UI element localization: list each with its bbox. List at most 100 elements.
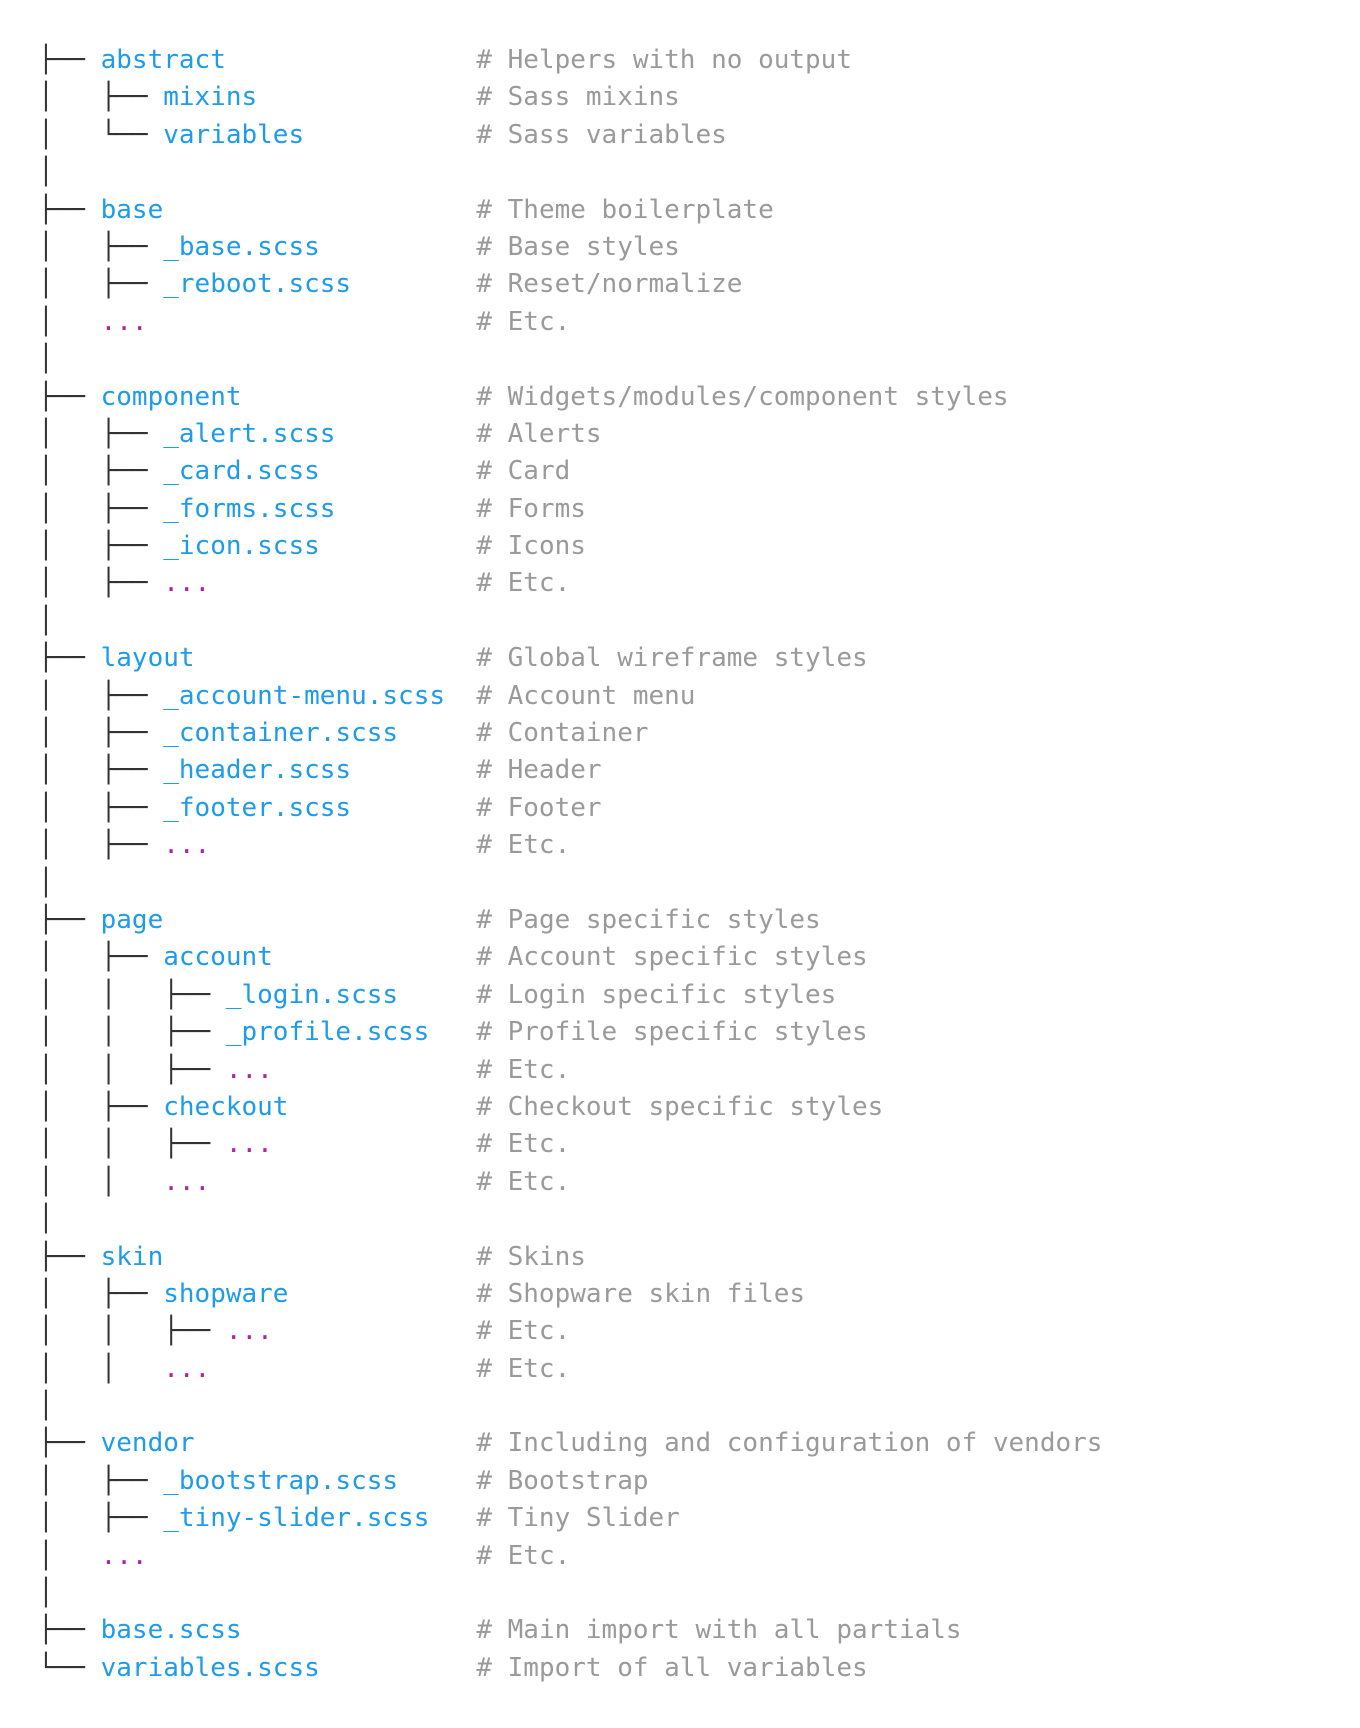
tree-line: │ │ ├── _login.scss # Login specific sty…: [38, 977, 1102, 1014]
tree-comment: # Skins: [476, 1241, 586, 1272]
tree-ellipsis: ...: [100, 306, 148, 337]
tree-line: │: [38, 1388, 1102, 1425]
tree-entry-name: _header.scss: [163, 755, 352, 786]
tree-connector: │ ├──: [38, 456, 164, 487]
tree-line: │ ├── ... # Etc.: [38, 565, 1102, 602]
tree-connector: │ │ ├──: [38, 1017, 226, 1048]
tree-comment: # Bootstrap: [476, 1465, 649, 1496]
tree-connector: │: [38, 306, 101, 337]
tree-line: │ ├── _container.scss # Container: [38, 715, 1102, 752]
tree-comment: # Checkout specific styles: [476, 1091, 884, 1122]
tree-connector: │ │ ├──: [38, 1054, 226, 1085]
tree-connector: │ │ ├──: [38, 1129, 226, 1160]
tree-line: │ ├── _header.scss # Header: [38, 752, 1102, 789]
tree-comment: # Etc.: [476, 1353, 571, 1384]
tree-comment: # Etc.: [476, 1316, 571, 1347]
tree-entry-name: _card.scss: [163, 456, 320, 487]
tree-entry-name: base.scss: [100, 1615, 242, 1646]
tree-ellipsis: ...: [225, 1316, 273, 1347]
tree-line: ├── component # Widgets/modules/componen…: [38, 379, 1102, 416]
tree-comment: # Etc.: [476, 306, 571, 337]
tree-connector: │ │ ├──: [38, 1316, 226, 1347]
tree-line: │: [38, 603, 1102, 640]
tree-connector: ├──: [38, 381, 101, 412]
tree-line: │ │ ... # Etc.: [38, 1351, 1102, 1388]
tree-line: │ ├── checkout # Checkout specific style…: [38, 1089, 1102, 1126]
tree-line: │: [38, 1201, 1102, 1238]
tree-entry-name: skin: [100, 1241, 164, 1272]
tree-connector: ├──: [38, 904, 101, 935]
tree-comment: # Account menu: [476, 680, 696, 711]
tree-comment: # Login specific styles: [476, 979, 837, 1010]
tree-comment: # Card: [476, 456, 571, 487]
tree-line: │ ├── _base.scss # Base styles: [38, 229, 1102, 266]
tree-connector: │ ├──: [38, 718, 164, 749]
tree-connector: │ │: [38, 1353, 164, 1384]
tree-ellipsis: ...: [163, 1353, 211, 1384]
tree-line: │ ├── _alert.scss # Alerts: [38, 416, 1102, 453]
tree-comment: # Profile specific styles: [476, 1017, 868, 1048]
tree-entry-name: _account-menu.scss: [163, 680, 445, 711]
tree-entry-name: _icon.scss: [163, 531, 320, 562]
tree-connector: │ ├──: [38, 493, 164, 524]
tree-line: │: [38, 1575, 1102, 1612]
tree-line: │ ├── shopware # Shopware skin files: [38, 1276, 1102, 1313]
tree-entry-name: _reboot.scss: [163, 269, 352, 300]
tree-comment: # Header: [476, 755, 602, 786]
tree-entry-name: component: [100, 381, 242, 412]
tree-connector: ├──: [38, 1428, 101, 1459]
tree-line: │ ├── _reboot.scss # Reset/normalize: [38, 266, 1102, 303]
tree-connector: │ ├──: [38, 1465, 164, 1496]
tree-entry-name: base: [100, 194, 164, 225]
tree-connector: │: [38, 605, 54, 636]
tree-connector: ├──: [38, 643, 101, 674]
tree-entry-name: _bootstrap.scss: [163, 1465, 399, 1496]
tree-line: │ ... # Etc.: [38, 1538, 1102, 1575]
tree-connector: │ ├──: [38, 792, 164, 823]
tree-line: │ │ ├── ... # Etc.: [38, 1126, 1102, 1163]
tree-comment: # Reset/normalize: [476, 269, 743, 300]
tree-line: ├── abstract # Helpers with no output: [38, 42, 1102, 79]
tree-entry-name: account: [163, 942, 273, 973]
tree-connector: │ └──: [38, 119, 164, 150]
tree-entry-name: mixins: [163, 82, 258, 113]
tree-comment: # Alerts: [476, 418, 602, 449]
tree-line: │ ├── _forms.scss # Forms: [38, 491, 1102, 528]
tree-entry-name: abstract: [100, 45, 226, 75]
tree-entry-name: vendor: [100, 1428, 195, 1459]
tree-comment: # Helpers with no output: [476, 45, 852, 75]
tree-entry-name: layout: [100, 643, 195, 674]
tree-connector: │ ├──: [38, 418, 164, 449]
tree-line: │: [38, 154, 1102, 191]
tree-comment: # Import of all variables: [476, 1652, 868, 1683]
tree-connector: │ ├──: [38, 231, 164, 262]
tree-comment: # Including and configuration of vendors: [476, 1428, 1103, 1459]
tree-connector: ├──: [38, 1615, 101, 1646]
tree-line: │ ├── _icon.scss # Icons: [38, 528, 1102, 565]
tree-ellipsis: ...: [163, 568, 211, 599]
tree-ellipsis: ...: [225, 1129, 273, 1160]
tree-comment: # Etc.: [476, 1540, 571, 1571]
tree-connector: │ ├──: [38, 830, 164, 861]
tree-connector: │: [38, 157, 54, 188]
tree-connector: │ ├──: [38, 82, 164, 113]
tree-ellipsis: ...: [163, 830, 211, 861]
tree-comment: # Etc.: [476, 830, 571, 861]
tree-connector: └──: [38, 1652, 101, 1683]
tree-line: │: [38, 341, 1102, 378]
directory-tree: ├── abstract # Helpers with no output│ ├…: [38, 42, 1102, 1687]
tree-comment: # Etc.: [476, 568, 571, 599]
tree-line: └── variables.scss # Import of all varia…: [38, 1650, 1102, 1687]
tree-connector: │ │ ├──: [38, 979, 226, 1010]
tree-connector: │ ├──: [38, 1091, 164, 1122]
tree-connector: │: [38, 1540, 101, 1571]
tree-connector: │ ├──: [38, 755, 164, 786]
tree-connector: │: [38, 344, 54, 375]
tree-line: ├── layout # Global wireframe styles: [38, 640, 1102, 677]
tree-line: │ └── variables # Sass variables: [38, 117, 1102, 154]
tree-comment: # Shopware skin files: [476, 1278, 806, 1309]
tree-comment: # Global wireframe styles: [476, 643, 868, 674]
tree-line: │ │ ... # Etc.: [38, 1164, 1102, 1201]
tree-entry-name: checkout: [163, 1091, 289, 1122]
tree-comment: # Etc.: [476, 1129, 571, 1160]
